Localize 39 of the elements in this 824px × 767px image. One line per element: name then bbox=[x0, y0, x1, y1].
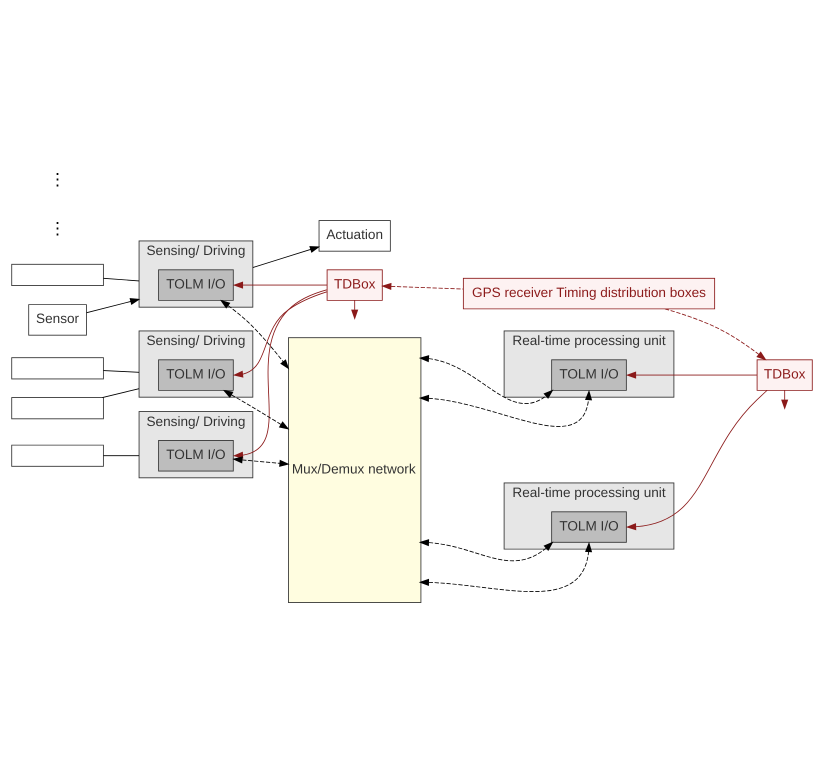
node-box: TOLM I/O bbox=[158, 268, 234, 300]
node-box bbox=[11, 444, 104, 466]
arrow bbox=[232, 288, 328, 458]
arrow bbox=[351, 300, 358, 320]
arrow bbox=[252, 246, 320, 268]
arrow bbox=[418, 538, 554, 561]
arrow bbox=[232, 456, 290, 466]
arrow bbox=[626, 389, 768, 530]
label: ⋮ bbox=[49, 218, 66, 238]
node-box: Mux/Demux network bbox=[288, 336, 422, 603]
node-box: TOLM I/O bbox=[551, 358, 627, 390]
connector bbox=[103, 370, 140, 372]
node-box: TOLM I/O bbox=[158, 358, 234, 390]
node-box bbox=[11, 396, 104, 419]
arrow bbox=[86, 298, 140, 313]
node-box: GPS receiver Timing distribution boxes bbox=[462, 277, 716, 309]
node-box: TDBox bbox=[326, 268, 383, 300]
node-box bbox=[11, 356, 104, 379]
arrow bbox=[418, 541, 592, 592]
node-box: Sensor bbox=[28, 304, 87, 336]
arrow bbox=[418, 389, 592, 426]
node-box: Actuation bbox=[318, 220, 391, 252]
arrow bbox=[418, 354, 554, 404]
label: ⋮ bbox=[49, 169, 66, 188]
arrow bbox=[222, 389, 290, 430]
arrow bbox=[626, 371, 758, 378]
arrow bbox=[781, 390, 788, 410]
node-box: TOLM I/O bbox=[551, 510, 627, 542]
arrow bbox=[664, 308, 767, 360]
arrow bbox=[232, 290, 328, 378]
node-box: TDBox bbox=[756, 358, 813, 390]
connector bbox=[102, 388, 140, 398]
arrow bbox=[220, 299, 290, 370]
connector bbox=[103, 277, 140, 281]
connector bbox=[103, 454, 140, 456]
arrow bbox=[232, 281, 328, 288]
node-box: TOLM I/O bbox=[158, 440, 234, 471]
node-box bbox=[11, 263, 104, 286]
arrow bbox=[381, 282, 464, 290]
